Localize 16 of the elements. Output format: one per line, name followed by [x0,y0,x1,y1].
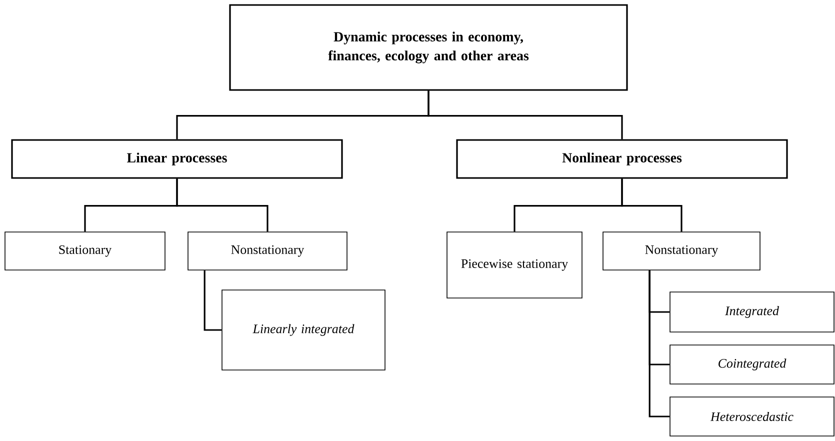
connector-line [428,90,623,140]
process-box: Linearly integrated [222,290,386,370]
process-box: Cointegrated [670,344,834,384]
category-box: Nonlinear processes [456,139,788,179]
category-box: Linear processes [11,139,343,179]
connector-line [621,178,682,232]
connector-line [648,270,670,418]
process-box: Piecewise stationary [446,232,582,298]
process-box: Stationary [4,232,166,270]
process-box: Heteroscedastic [670,396,834,436]
process-box: Integrated [670,292,834,332]
process-box: Nonstationary [602,232,760,270]
title-box: Dynamic processes in economy, finances, ecology and other areas [229,4,628,91]
connector-line [204,270,222,331]
connector-line [176,178,268,232]
process-box: Nonstationary [188,232,348,270]
